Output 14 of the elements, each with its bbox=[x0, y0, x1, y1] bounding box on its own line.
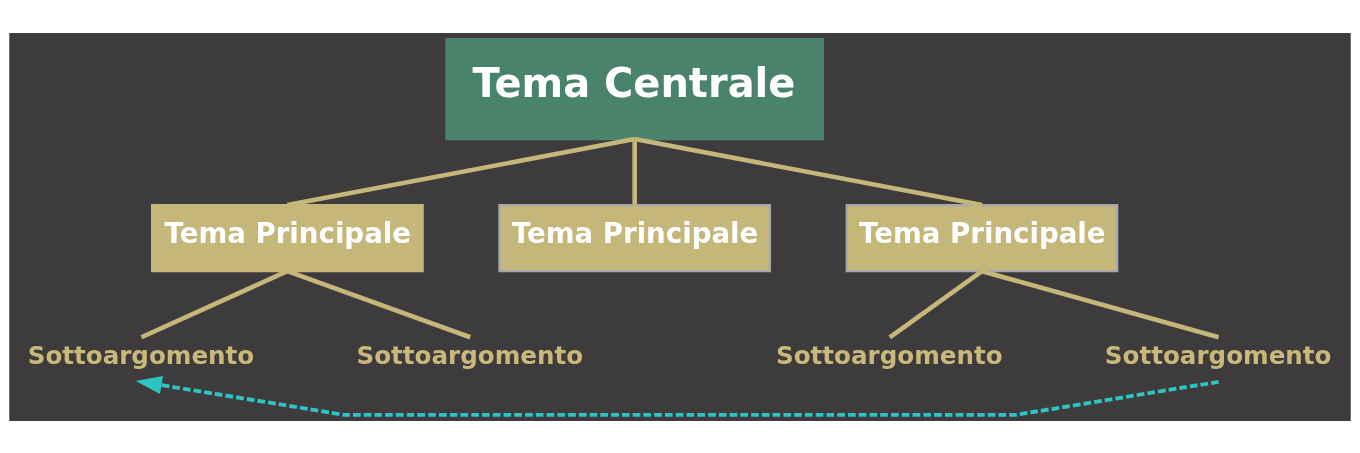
connector bbox=[888, 268, 984, 339]
arrow bbox=[135, 375, 1219, 417]
connector bbox=[634, 136, 983, 207]
node-text: Sottoargomento bbox=[776, 340, 1003, 370]
node-text: Sottoargomento bbox=[1104, 340, 1332, 370]
node-text: Sottoargomento bbox=[356, 340, 584, 370]
connector bbox=[632, 138, 637, 205]
connector bbox=[981, 268, 1220, 339]
connector bbox=[286, 136, 636, 207]
node-box: Tema Principale bbox=[151, 203, 424, 272]
node-box: Tema Principale bbox=[498, 203, 772, 272]
node-box: Tema Principale bbox=[845, 203, 1119, 272]
node-text: Sottoargomento bbox=[27, 340, 255, 370]
node-box: Tema Centrale bbox=[445, 37, 825, 140]
